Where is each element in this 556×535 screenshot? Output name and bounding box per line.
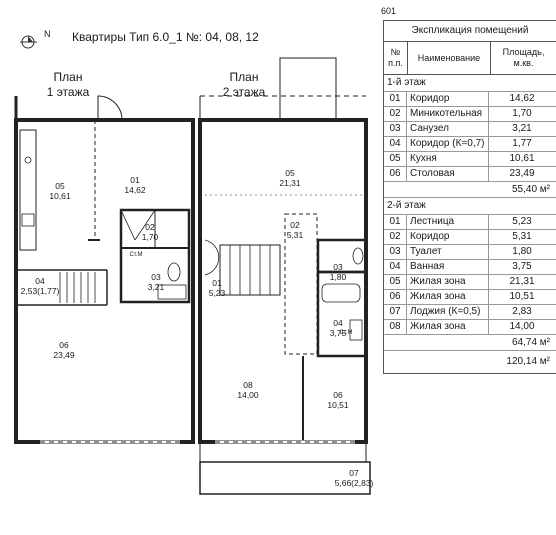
table-cell-name: Коридор (К=0,7) bbox=[407, 137, 489, 151]
table-cell-name: Коридор bbox=[407, 230, 489, 244]
table-cell-area: 5,23 bbox=[512, 216, 532, 227]
grand-total: 120,14 м² bbox=[384, 350, 556, 373]
table-cell-area: 10,51 bbox=[509, 291, 535, 302]
table-cell-n: 01 bbox=[384, 215, 407, 229]
table-cell-area: 3,75 bbox=[512, 261, 532, 272]
table-cell-n: 05 bbox=[384, 152, 407, 166]
floor2-walls bbox=[198, 57, 371, 495]
table-cell-name: Миникотельная bbox=[407, 107, 489, 121]
table-cell-area: 1,70 bbox=[512, 108, 532, 119]
table-cell-n: 06 bbox=[384, 290, 407, 304]
table-cell-area: 1,80 bbox=[512, 246, 532, 257]
sheet-code: 601 bbox=[381, 6, 397, 16]
table-cell-name: Коридор bbox=[407, 92, 489, 106]
table-cell-area: 5,31 bbox=[512, 231, 532, 242]
table-cell-n: 05 bbox=[384, 275, 407, 289]
table-cell-name: Столовая bbox=[407, 167, 489, 181]
table-cell-name: Туалет bbox=[407, 245, 489, 259]
washer-label-2: Ст.М bbox=[339, 330, 353, 336]
floor-plans-drawing bbox=[14, 57, 371, 495]
table-cell-area: 10,61 bbox=[509, 153, 535, 164]
page-title: Квартиры Тип 6.0_1 №: 04, 08, 12 bbox=[72, 30, 259, 44]
table-cell-area: 3,21 bbox=[512, 123, 532, 134]
table-cell-name: Жилая зона bbox=[407, 320, 489, 334]
table-cell-n: 04 bbox=[384, 137, 407, 151]
table-cell-name: Лоджия (К=0,5) bbox=[407, 305, 489, 319]
table-cell-name: Жилая зона bbox=[407, 275, 489, 289]
table-cell-name: Ванная bbox=[407, 260, 489, 274]
table-cell-area: 1,77 bbox=[512, 138, 532, 149]
table-cell-name: Лестница bbox=[407, 215, 489, 229]
table-cell-area: 14,62 bbox=[509, 93, 535, 104]
floor1-total: 55,40 м² bbox=[384, 181, 556, 197]
floor2-section-title: 2-й этаж bbox=[384, 197, 556, 214]
table-cell-n: 06 bbox=[384, 167, 407, 181]
table-cell-n: 03 bbox=[384, 122, 407, 136]
explication-header-row: № п.п. Наименование Площадь, м.кв. bbox=[384, 42, 556, 75]
table-cell-name: Жилая зона bbox=[407, 290, 489, 304]
washer-label: Ст.М bbox=[129, 252, 143, 258]
compass-icon bbox=[20, 34, 40, 55]
table-cell-n: 08 bbox=[384, 320, 407, 334]
table-cell-n: 07 bbox=[384, 305, 407, 319]
table-cell-name: Санузел bbox=[407, 122, 489, 136]
table-cell-area: 2,83 bbox=[512, 306, 532, 317]
col-num-header: № п.п. bbox=[384, 42, 408, 74]
north-label: N bbox=[44, 29, 51, 39]
table-cell-n: 03 bbox=[384, 245, 407, 259]
table-cell-n: 04 bbox=[384, 260, 407, 274]
floor2-total: 64,74 м² bbox=[384, 334, 556, 350]
table-cell-n: 02 bbox=[384, 230, 407, 244]
floor1-section-title: 1-й этаж bbox=[387, 77, 426, 88]
explication-table: Экспликация помещений № п.п. Наименовани… bbox=[383, 20, 556, 374]
table-cell-area: 14,00 bbox=[509, 321, 535, 332]
table-cell-n: 02 bbox=[384, 107, 407, 121]
floor1-plan-label: План 1 этажа bbox=[46, 70, 90, 99]
col-area-header: Площадь, м.кв. bbox=[502, 47, 545, 68]
floor1-walls bbox=[14, 95, 195, 444]
table-cell-area: 23,49 bbox=[509, 168, 535, 179]
table-cell-name: Кухня bbox=[407, 152, 489, 166]
col-name-header: Наименование bbox=[408, 42, 491, 74]
table-cell-area: 21,31 bbox=[509, 276, 535, 287]
table-cell-n: 01 bbox=[384, 92, 407, 106]
explication-title: Экспликация помещений bbox=[384, 21, 556, 42]
